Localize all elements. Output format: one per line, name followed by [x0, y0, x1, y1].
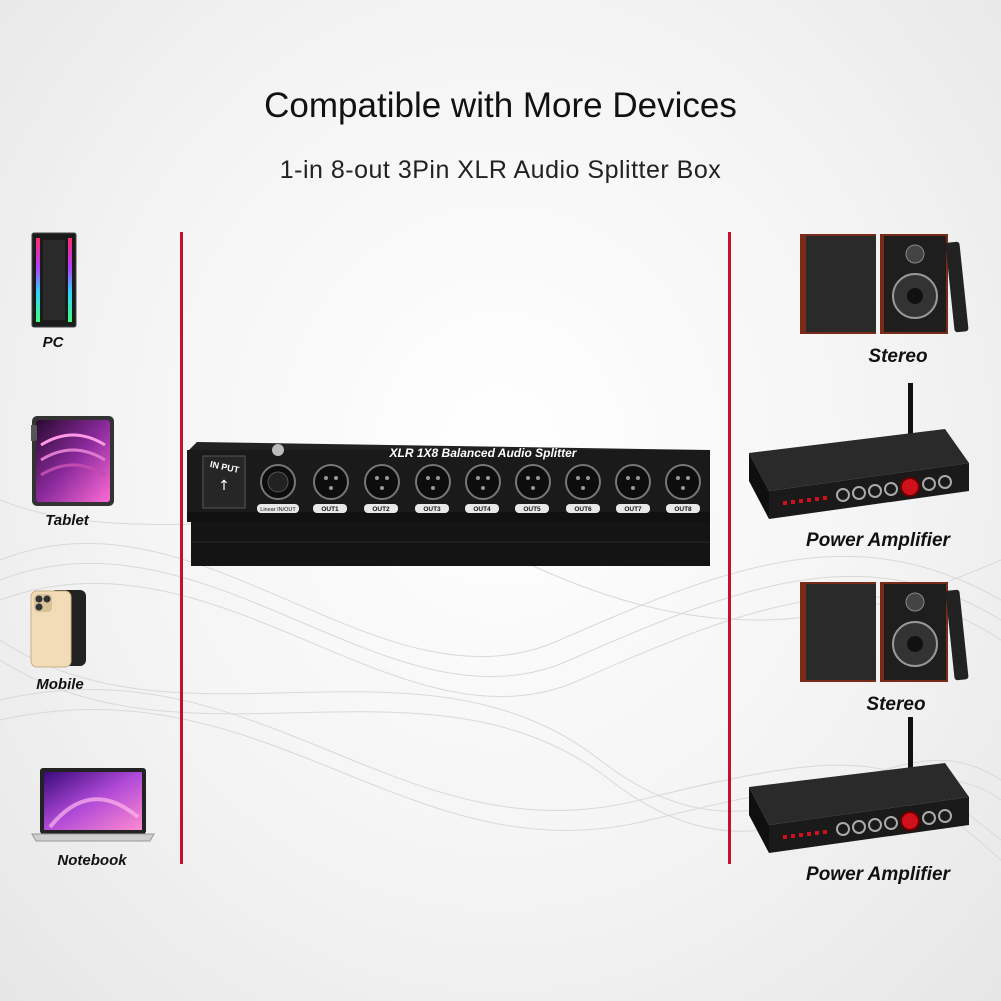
splitter-name: XLR 1X8 Balanced Audio Splitter [389, 446, 578, 460]
input-arrow-icon: ↑ [218, 478, 230, 494]
output-label-8: OUT8 [674, 506, 692, 513]
device-label-tablet: Tablet [45, 512, 89, 529]
device-label-power-amplifier-2: Power Amplifier [806, 864, 950, 885]
tablet-icon [31, 416, 114, 506]
laptop-icon [31, 768, 155, 842]
output-label-6: OUT6 [574, 506, 592, 513]
output-label-3: OUT3 [423, 506, 441, 513]
device-label-pc: PC [42, 334, 64, 351]
page-subtitle: 1-in 8-out 3Pin XLR Audio Splitter Box [279, 156, 722, 184]
device-label-power-amplifier-1: Power Amplifier [806, 530, 950, 551]
xlr-splitter-box: XLR 1X8 Balanced Audio Splitter IN PUT ↑… [187, 442, 710, 566]
page-title: Compatible with More Devices [264, 86, 737, 125]
right-divider-line [728, 232, 731, 864]
left-divider-line [180, 232, 183, 864]
output-label-7: OUT7 [624, 506, 642, 513]
output-label-5: OUT5 [523, 506, 541, 513]
device-label-mobile: Mobile [36, 676, 84, 693]
output-label-1: OUT1 [321, 506, 339, 513]
input-port-label: Linear IN/OUT [260, 507, 296, 513]
pc-tower-icon [31, 232, 77, 328]
smartphone-icon [30, 590, 86, 668]
output-label-2: OUT2 [372, 506, 390, 513]
stereo-speakers-icon [800, 234, 969, 334]
power-amplifier-icon [749, 717, 969, 853]
stereo-speakers-icon [800, 582, 969, 682]
output-label-4: OUT4 [473, 506, 491, 513]
device-label-notebook: Notebook [57, 852, 127, 869]
device-label-stereo-2: Stereo [866, 694, 926, 715]
device-label-stereo-1: Stereo [868, 346, 928, 367]
power-amplifier-icon [749, 383, 969, 519]
